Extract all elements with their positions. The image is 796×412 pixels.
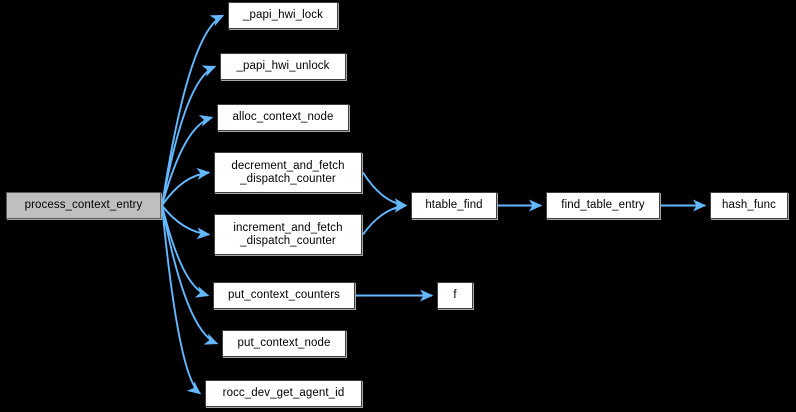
- graph-node-increment-and-fetch-dispatch-counter[interactable]: increment_and_fetch _dispatch_counter: [214, 214, 362, 255]
- graph-node-put-context-node[interactable]: put_context_node: [222, 330, 346, 357]
- graph-node-label: _papi_hwi_unlock: [236, 60, 330, 72]
- graph-node-label: put_context_node: [237, 337, 331, 349]
- graph-node-rocc-dev-get-agent-id[interactable]: rocc_dev_get_agent_id: [205, 380, 362, 407]
- graph-node-label: f: [453, 289, 457, 301]
- graph-node-decrement-and-fetch-dispatch-counter[interactable]: decrement_and_fetch _dispatch_counter: [214, 152, 362, 193]
- graph-node-label: htable_find: [425, 199, 483, 211]
- graph-node-papi-hwi-lock[interactable]: _papi_hwi_lock: [228, 2, 338, 29]
- graph-edge-increment-and-fetch-dispatch-counter-to-htable-find: [362, 200, 408, 236]
- graph-node-process-context-entry[interactable]: process_context_entry: [6, 192, 161, 219]
- graph-node-find-table-entry[interactable]: find_table_entry: [546, 192, 660, 219]
- graph-edge-process-context-entry-to-alloc-context-node: [161, 114, 214, 206]
- graph-node-label: find_table_entry: [561, 199, 645, 211]
- graph-edge-process-context-entry-to-papi-hwi-unlock: [161, 65, 217, 206]
- graph-node-label: process_context_entry: [24, 199, 143, 211]
- graph-edge-decrement-and-fetch-dispatch-counter-to-htable-find: [362, 171, 408, 210]
- graph-node-f[interactable]: f: [437, 282, 473, 309]
- graph-node-hash-func[interactable]: hash_func: [710, 192, 788, 219]
- graph-node-label: hash_func: [722, 199, 776, 211]
- graph-edge-process-context-entry-to-rocc-dev-get-agent-id: [161, 205, 202, 395]
- graph-node-label: put_context_counters: [228, 289, 340, 301]
- graph-node-put-context-counters[interactable]: put_context_counters: [213, 282, 355, 309]
- graph-node-htable-find[interactable]: htable_find: [411, 192, 497, 219]
- graph-node-label: alloc_context_node: [232, 111, 334, 123]
- graph-node-label: rocc_dev_get_agent_id: [222, 387, 345, 399]
- graph-node-label: decrement_and_fetch _dispatch_counter: [231, 159, 345, 185]
- graph-edge-process-context-entry-to-decrement-and-fetch-dispatch-counter: [161, 167, 211, 207]
- graph-node-label: _papi_hwi_lock: [242, 9, 324, 21]
- graph-edge-process-context-entry-to-put-context-counters: [161, 205, 210, 298]
- graph-edge-process-context-entry-to-increment-and-fetch-dispatch-counter: [161, 204, 211, 240]
- graph-node-label: increment_and_fetch _dispatch_counter: [233, 221, 343, 247]
- graph-edge-process-context-entry-to-put-context-node: [161, 205, 219, 345]
- graph-node-papi-hwi-unlock[interactable]: _papi_hwi_unlock: [220, 53, 346, 80]
- graph-node-alloc-context-node[interactable]: alloc_context_node: [217, 104, 349, 131]
